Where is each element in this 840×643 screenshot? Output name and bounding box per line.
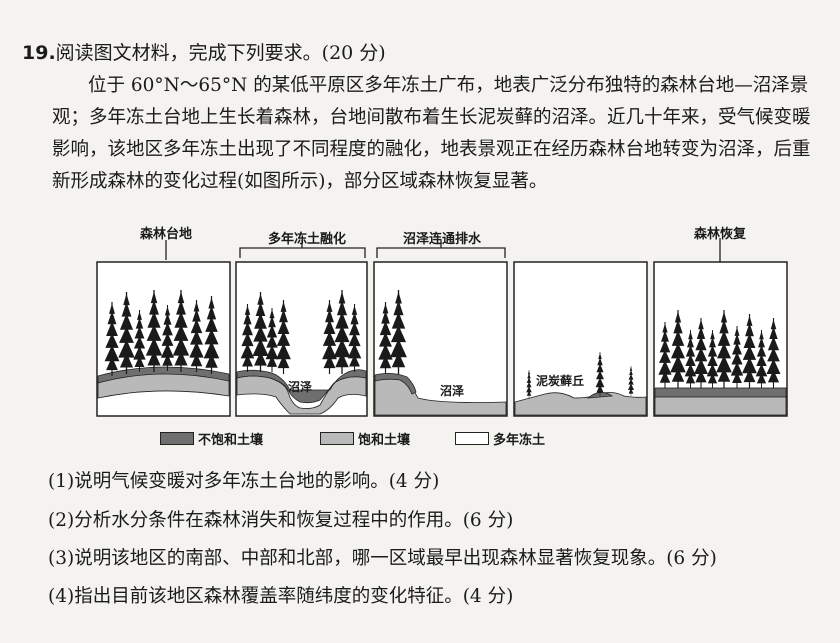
paragraph-line: 影响，该地区多年冻土出现了不同程度的融化，地表景观正在经历森林台地转变为沼泽，后… bbox=[52, 139, 811, 160]
stage-bracket-thaw bbox=[239, 240, 366, 258]
stage-label-forest-recovery: 森林恢复 bbox=[694, 227, 747, 242]
paragraph-line: 位于 60°N～65°N 的某低平原区多年冻土广布，地表广泛分布独特的森林台地—… bbox=[88, 75, 809, 96]
legend-label: 饱和土壤 bbox=[358, 432, 411, 448]
subquestion-1: (1)说明气候变暖对多年冻土台地的影响。(4 分) bbox=[48, 471, 440, 492]
legend-swatch bbox=[320, 431, 354, 445]
question-number: 19. bbox=[22, 42, 56, 64]
panel-thaw-1 bbox=[235, 261, 368, 417]
stage-label-swamp-drainage: 沼泽连通排水 bbox=[403, 232, 482, 247]
panel-forest-recovery bbox=[653, 261, 788, 417]
legend-unsaturated: 不饱和土壤 bbox=[160, 430, 264, 448]
peat-mound-label: 泥炭藓丘 bbox=[536, 374, 585, 388]
legend-permafrost: 多年冻土 bbox=[455, 430, 546, 448]
legend-saturated: 饱和土壤 bbox=[320, 430, 411, 448]
paragraph-line: 观；多年冻土台地上生长着森林，台地间散布着生长泥炭藓的沼泽。近几十年来，受气候变… bbox=[52, 107, 811, 128]
subquestion-3: (3)说明该地区的南部、中部和北部，哪一区域最早出现森林显著恢复现象。(6 分) bbox=[48, 548, 717, 569]
question-header: 19.阅读图文材料，完成下列要求。(20 分) bbox=[22, 38, 386, 65]
panel-thaw-2 bbox=[373, 261, 508, 417]
panel-peat-mound bbox=[513, 261, 648, 417]
paragraph-line: 新形成森林的变化过程(如图所示)，部分区域森林恢复显著。 bbox=[52, 171, 548, 192]
swamp-label: 沼泽 bbox=[440, 384, 465, 398]
subquestion-4: (4)指出目前该地区森林覆盖率随纬度的变化特征。(4 分) bbox=[48, 586, 514, 607]
question-prompt: 阅读图文材料，完成下列要求。(20 分) bbox=[55, 42, 386, 64]
legend-swatch bbox=[160, 431, 194, 445]
stage-label-permafrost-thaw: 多年冻土融化 bbox=[268, 232, 347, 247]
material-paragraph: 位于 60°N～65°N 的某低平原区多年冻土广布，地表广泛分布独特的森林台地—… bbox=[52, 70, 822, 198]
panel-forest-platform bbox=[96, 261, 231, 417]
stage-label-forest-platform: 森林台地 bbox=[140, 227, 193, 242]
stage-bracket-drainage bbox=[376, 240, 506, 258]
swamp-label: 沼泽 bbox=[288, 380, 313, 394]
legend-swatch bbox=[455, 431, 489, 445]
legend-label: 不饱和土壤 bbox=[198, 432, 264, 448]
subquestion-2: (2)分析水分条件在森林消失和恢复过程中的作用。(6 分) bbox=[48, 510, 514, 531]
legend-label: 多年冻土 bbox=[493, 432, 546, 448]
